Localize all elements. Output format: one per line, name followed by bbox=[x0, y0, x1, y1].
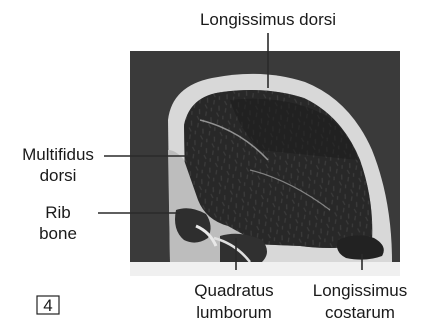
label-costarum-line1: Longissimus bbox=[313, 281, 408, 300]
label-longissimus-dorsi: Longissimus dorsi bbox=[200, 10, 336, 29]
label-costarum-line2: costarum bbox=[325, 303, 395, 322]
label-rib-line1: Rib bbox=[45, 203, 71, 222]
label-rib-line2: bone bbox=[39, 224, 77, 243]
figure-number: 4 bbox=[43, 296, 52, 315]
label-multifidus-line1: Multifidus bbox=[22, 145, 94, 164]
label-quadratus-line1: Quadratus bbox=[194, 281, 273, 300]
label-multifidus-line2: dorsi bbox=[40, 166, 77, 185]
label-quadratus-line2: lumborum bbox=[196, 303, 272, 322]
